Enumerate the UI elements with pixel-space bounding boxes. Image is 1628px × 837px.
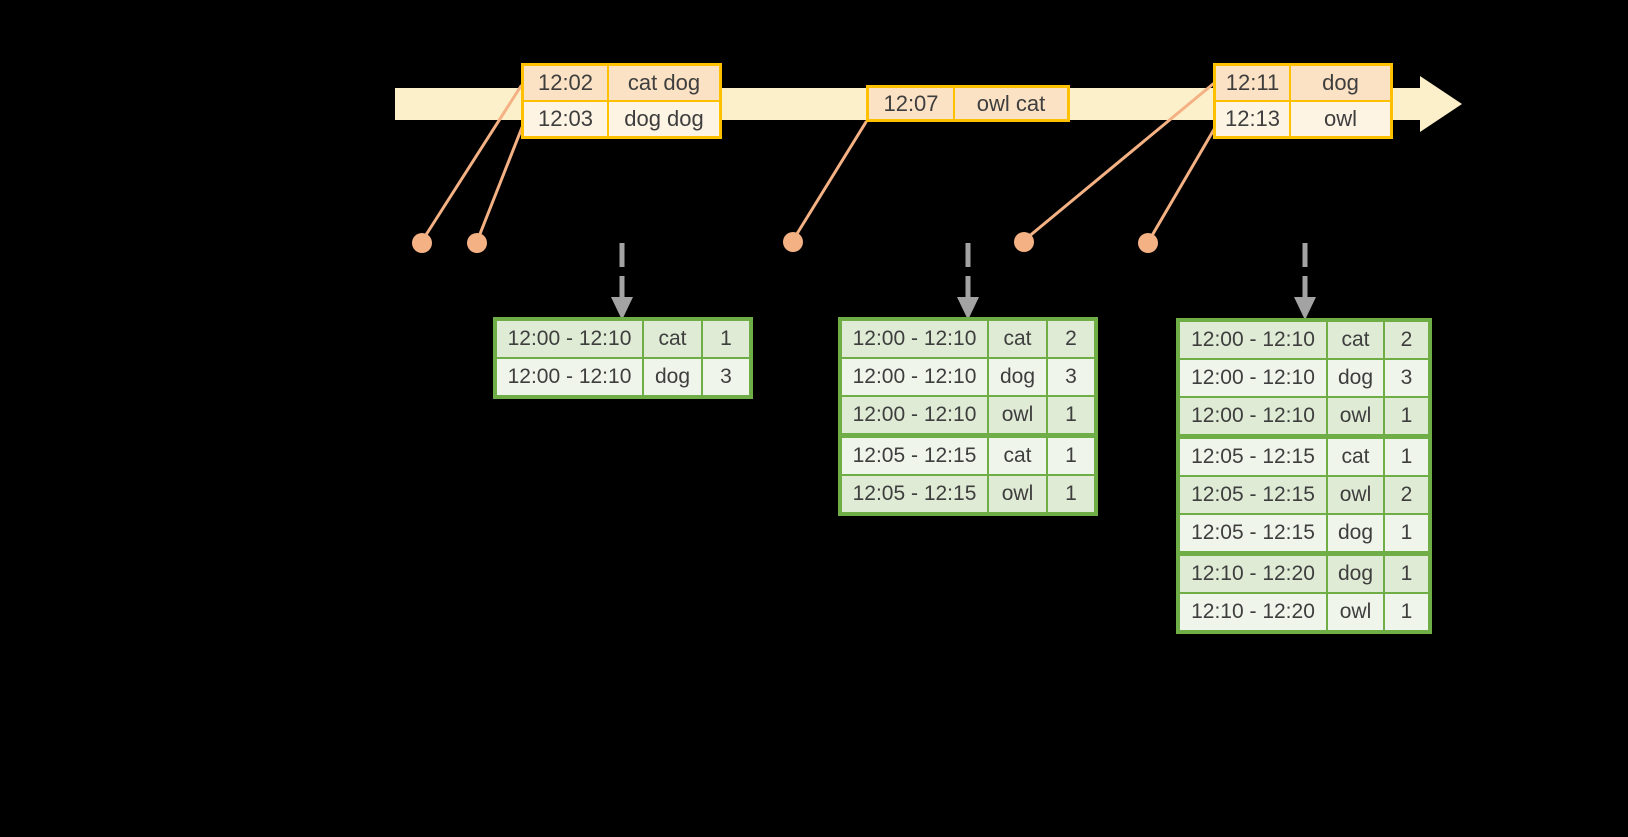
window-cell: 12:00 - 12:10 [842,321,987,357]
word-cell: owl [1328,594,1383,630]
word-cell: dog [1328,360,1383,396]
down-arrow-icon [1294,243,1316,320]
event-connector-line [422,84,523,240]
window-cell: 12:00 - 12:10 [1180,322,1326,358]
event-time-cell: 12:03 [524,102,607,136]
event-time-cell: 12:13 [1216,102,1289,136]
window-cell: 12:00 - 12:10 [497,321,642,357]
event-time-cell: 12:11 [1216,66,1289,100]
word-cell: dog [644,359,701,395]
event-connector-line [793,120,868,239]
event-connector-line [1025,82,1215,240]
down-arrow-icon [957,243,979,320]
count-cell: 1 [703,321,749,357]
count-cell: 2 [1048,321,1094,357]
window-cell: 12:10 - 12:20 [1180,556,1326,592]
event-words-cell: owl cat [955,88,1067,119]
count-cell: 3 [1048,359,1094,395]
word-cell: dog [1328,515,1383,551]
count-cell: 1 [1048,397,1094,433]
window-cell: 12:05 - 12:15 [1180,439,1326,475]
event-dot [412,233,432,253]
count-cell: 3 [703,359,749,395]
count-cell: 1 [1385,439,1428,475]
word-cell: dog [989,359,1046,395]
window-cell: 12:05 - 12:15 [1180,477,1326,513]
word-cell: cat [989,438,1046,474]
count-cell: 1 [1385,515,1428,551]
count-cell: 2 [1385,477,1428,513]
count-cell: 1 [1385,594,1428,630]
window-cell: 12:05 - 12:15 [1180,515,1326,551]
count-cell: 2 [1385,322,1428,358]
event-connector-line [1148,124,1218,241]
event-words-cell: cat dog [609,66,719,100]
word-cell: owl [1328,398,1383,434]
count-cell: 3 [1385,360,1428,396]
word-cell: cat [1328,439,1383,475]
count-cell: 1 [1048,476,1094,512]
word-cell: dog [1328,556,1383,592]
event-words-cell: dog dog [609,102,719,136]
event-time-cell: 12:07 [869,88,953,119]
count-cell: 1 [1385,398,1428,434]
word-cell: cat [644,321,701,357]
window-cell: 12:00 - 12:10 [842,359,987,395]
count-cell: 1 [1385,556,1428,592]
event-dot [1138,233,1158,253]
word-cell: cat [1328,322,1383,358]
event-words-cell: dog [1291,66,1390,100]
window-cell: 12:10 - 12:20 [1180,594,1326,630]
event-dot [467,233,487,253]
count-cell: 1 [1048,438,1094,474]
window-cell: 12:05 - 12:15 [842,438,987,474]
word-cell: owl [1328,477,1383,513]
window-cell: 12:00 - 12:10 [1180,398,1326,434]
event-words-cell: owl [1291,102,1390,136]
down-arrow-icon [611,243,633,320]
event-dot [1014,232,1034,252]
window-cell: 12:00 - 12:10 [842,397,987,433]
window-cell: 12:00 - 12:10 [497,359,642,395]
window-cell: 12:00 - 12:10 [1180,360,1326,396]
window-cell: 12:05 - 12:15 [842,476,987,512]
word-cell: cat [989,321,1046,357]
word-cell: owl [989,397,1046,433]
timeline-arrow-head-icon [1420,76,1462,132]
event-dot [783,232,803,252]
event-time-cell: 12:02 [524,66,607,100]
word-cell: owl [989,476,1046,512]
event-connector-line [476,123,525,241]
